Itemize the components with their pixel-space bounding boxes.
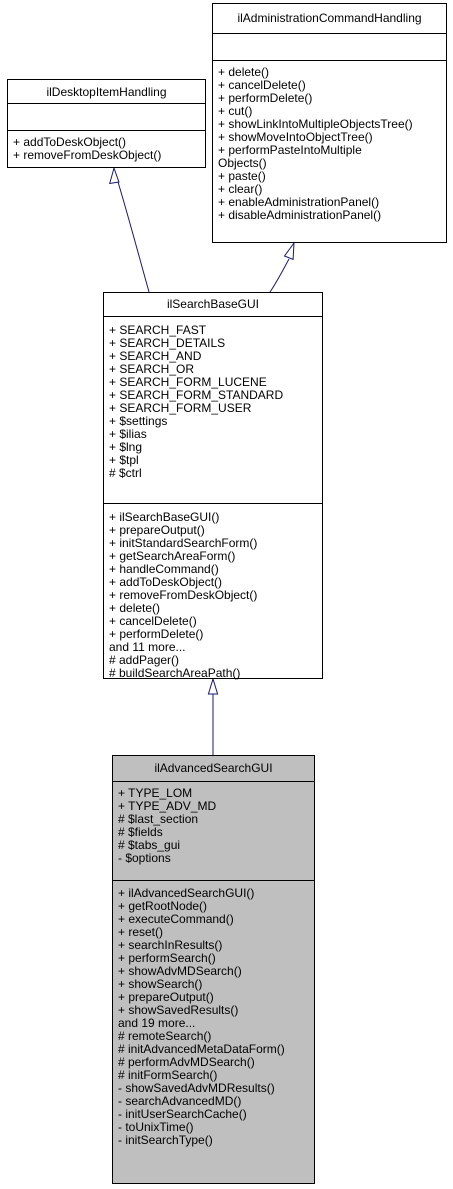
method-item: + performSearch() [118,951,216,965]
method-item: - initUserSearchCache() [118,1107,247,1121]
method-item: + enableAdministrationPanel() [218,195,380,209]
attribute-item: + $settings [109,414,168,428]
attribute-item: + $tpl [109,453,139,467]
class-ilAdvancedSearchGUI[interactable]: ilAdvancedSearchGUI + TYPE_LOM+ TYPE_ADV… [112,755,315,1184]
method-item: + cancelDelete() [109,614,197,628]
class-ilAdministrationCommandHandling[interactable]: ilAdministrationCommandHandling + delete… [212,3,447,243]
edge-base-to-desktop [117,181,150,293]
methods-section: + addToDeskObject()+ removeFromDeskObjec… [8,130,205,167]
attribute-item: # $last_section [118,812,199,826]
method-item: + clear() [218,182,263,196]
method-item: and 11 more... [109,640,186,654]
attribute-item: # $ctrl [109,466,142,480]
method-item: + cut() [218,104,253,118]
attributes-section: + TYPE_LOM+ TYPE_ADV_MD# $last_section# … [113,782,314,880]
method-item: + reset() [118,925,164,939]
method-item: # addPager() [109,653,180,667]
attribute-item: + $ilias [109,427,147,441]
arrowhead-base [207,677,219,695]
attribute-item: + SEARCH_DETAILS [109,336,226,350]
method-item: + paste() [218,169,266,183]
method-item: + addToDeskObject() [109,575,223,589]
method-item: + showAdvMDSearch() [118,964,242,978]
attribute-item: - $options [118,851,171,865]
method-item: + showLinkIntoMultipleObjectsTree() [218,117,413,131]
methods-section: + delete()+ cancelDelete()+ performDelet… [213,60,446,227]
attribute-item: + SEARCH_AND [109,349,202,363]
class-title: ilDesktopItemHandling [8,80,205,104]
method-item: + handleCommand() [109,562,219,576]
attribute-item: # $fields [118,825,163,839]
method-item: + disableAdministrationPanel() [218,208,382,222]
method-item: + ilAdvancedSearchGUI() [118,886,255,900]
method-item: + getRootNode() [118,899,208,913]
class-title: ilAdvancedSearchGUI [113,756,314,782]
attributes-section [8,104,205,130]
method-item: + searchInResults() [118,938,223,952]
method-item: + getSearchAreaForm() [109,549,236,563]
method-item: + showSavedResults() [118,1003,239,1017]
attributes-section [213,34,446,60]
attribute-item: + TYPE_LOM [118,786,193,800]
methods-section: + ilAdvancedSearchGUI()+ getRootNode()+ … [113,880,314,1152]
method-item: + performDelete() [218,91,313,105]
method-item: + ilSearchBaseGUI() [109,510,220,524]
method-item: + showSearch() [118,977,203,991]
method-item: + initStandardSearchForm() [109,536,258,550]
attribute-item: # $tabs_gui [118,838,181,852]
method-item: # remoteSearch() [118,1029,212,1043]
method-item: + addToDeskObject() [13,135,127,149]
method-item: + prepareOutput() [118,990,214,1004]
method-item: Objects() [218,156,267,170]
method-item: - initSearchType() [118,1133,213,1147]
method-item: - showSavedAdvMDResults() [118,1081,275,1095]
class-ilDesktopItemHandling[interactable]: ilDesktopItemHandling + addToDeskObject(… [7,79,206,168]
attribute-item: + SEARCH_FAST [109,323,207,337]
method-item: and 19 more... [118,1016,196,1030]
class-title: ilSearchBaseGUI [104,293,322,317]
edge-base-to-admin [269,258,290,293]
method-item: + executeCommand() [118,912,234,926]
arrowhead-desktop [109,166,120,185]
attribute-item: + $lng [109,440,143,454]
methods-section: + ilSearchBaseGUI()+ prepareOutput()+ in… [104,503,322,685]
method-item: # performAdvMDSearch() [118,1055,255,1069]
attribute-item: + SEARCH_OR [109,362,195,376]
arrowhead-admin [283,241,295,261]
method-item: + delete() [109,601,161,615]
class-ilSearchBaseGUI[interactable]: ilSearchBaseGUI + SEARCH_FAST+ SEARCH_DE… [103,292,323,680]
attribute-item: + TYPE_ADV_MD [118,799,217,813]
method-item: # initAdvancedMetaDataForm() [118,1042,285,1056]
method-item: + performPasteIntoMultiple [218,143,362,157]
attribute-item: + SEARCH_FORM_USER [109,401,252,415]
attribute-item: + SEARCH_FORM_LUCENE [109,375,267,389]
attribute-item: + SEARCH_FORM_STANDARD [109,388,284,402]
method-item: + delete() [218,65,270,79]
method-item: # initFormSearch() [118,1068,218,1082]
method-item: # buildSearchAreaPath() [109,666,241,680]
method-item: - toUnixTime() [118,1120,194,1134]
method-item: + performDelete() [109,627,204,641]
method-item: + removeFromDeskObject() [13,148,162,162]
method-item: + showMoveIntoObjectTree() [218,130,373,144]
attributes-section: + SEARCH_FAST+ SEARCH_DETAILS+ SEARCH_AN… [104,317,322,503]
class-title: ilAdministrationCommandHandling [213,4,446,34]
method-item: + removeFromDeskObject() [109,588,258,602]
method-item: + prepareOutput() [109,523,205,537]
method-item: - searchAdvancedMD() [118,1094,242,1108]
method-item: + cancelDelete() [218,78,306,92]
